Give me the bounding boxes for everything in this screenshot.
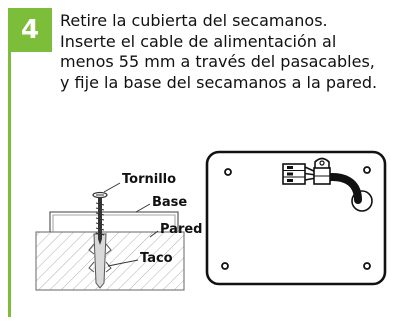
mounting-hole xyxy=(221,262,229,270)
cable-clamp-icon xyxy=(313,157,331,185)
instruction-line: menos 55 mm a través del pasacables, xyxy=(60,52,375,71)
label-anchor: Taco xyxy=(140,251,173,266)
wall-anchor-icon xyxy=(88,233,112,289)
terminal-block-icon xyxy=(282,163,317,185)
label-screw: Tornillo xyxy=(122,172,176,187)
label-base: Base xyxy=(152,195,187,210)
mounting-hole xyxy=(224,168,232,176)
instruction-line: Inserte el cable de alimentación al xyxy=(60,31,337,51)
wall-mount-diagram: Tornillo Base Pared Taco xyxy=(35,172,203,291)
step-accent-rule xyxy=(8,52,11,317)
mounting-hole xyxy=(363,166,371,174)
mounting-hole xyxy=(363,262,371,270)
base-plate-with-cable-icon xyxy=(205,150,387,286)
screw-icon xyxy=(92,191,108,245)
wall-block xyxy=(35,231,185,291)
label-wall: Pared xyxy=(160,222,203,237)
instruction-line: y fije la base del secamanos a la pared. xyxy=(60,72,378,92)
base-plate-profile xyxy=(49,211,179,232)
step-instruction: Retire la cubierta del secamanos. Insert… xyxy=(60,11,398,93)
step-number-badge: 4 xyxy=(8,8,52,52)
instruction-line: Retire la cubierta del secamanos. xyxy=(60,11,328,30)
